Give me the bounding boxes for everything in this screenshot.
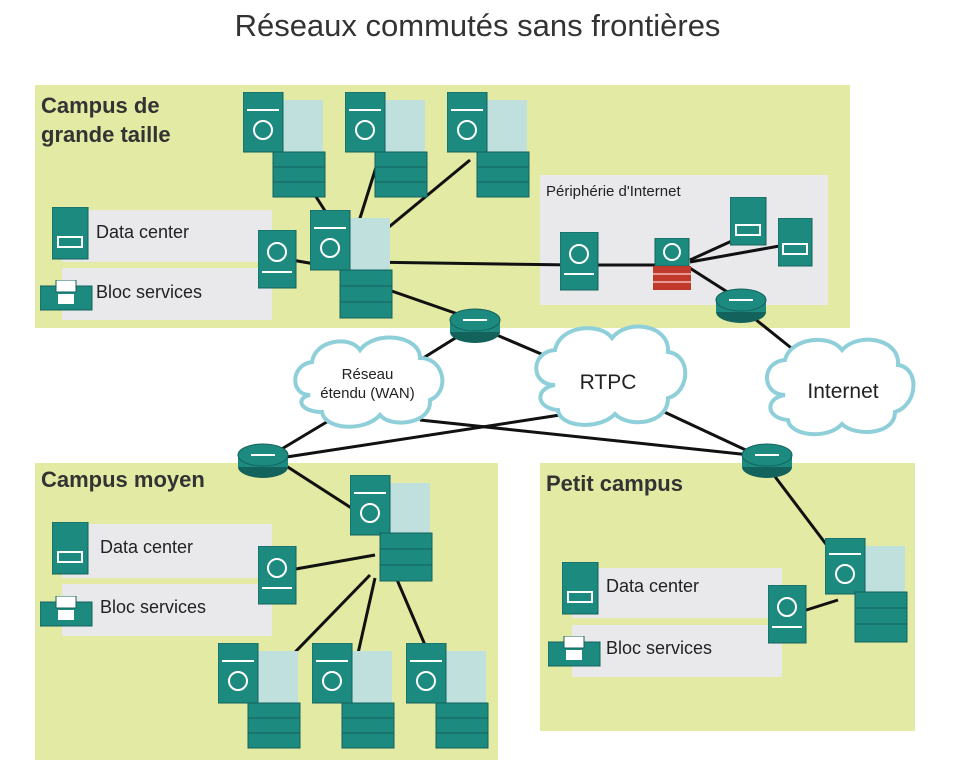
router-icon	[741, 443, 793, 478]
small-datacenter-panel	[572, 568, 782, 618]
medium-campus-label: Campus moyen	[41, 467, 205, 492]
large-campus-label-line1: Campus de	[41, 93, 160, 118]
phone-icon	[548, 636, 601, 667]
rtpc-cloud	[534, 324, 688, 427]
link-wan-small-router	[419, 418, 751, 457]
medium-services-label: Bloc services	[100, 597, 207, 617]
link-large-core-edge	[359, 260, 576, 267]
router-icon	[449, 308, 501, 343]
internet-edge-label: Périphérie d'Internet	[546, 183, 681, 200]
medium-services-panel	[62, 584, 272, 636]
switch-stack-icon	[345, 92, 428, 198]
large-services-label: Bloc services	[96, 282, 203, 302]
medium-datacenter-panel	[62, 524, 272, 578]
link-medium-core-dc	[289, 553, 376, 572]
small-datacenter-label: Data center	[606, 576, 700, 596]
distribution-switch-icon	[258, 546, 297, 605]
server-icon	[562, 562, 599, 615]
wan-cloud	[293, 335, 445, 429]
server-icon	[52, 522, 89, 575]
core-switch-stack-icon	[825, 538, 908, 643]
large-datacenter-panel	[62, 210, 272, 262]
switch-stack-icon	[218, 643, 301, 749]
link-wan-medium-router	[274, 418, 331, 455]
rtpc-cloud-label: RTPC	[579, 371, 637, 394]
server-icon	[730, 197, 767, 246]
large-services-panel	[62, 268, 272, 320]
medium-datacenter-label: Data center	[100, 537, 194, 557]
distribution-switch-icon	[258, 230, 297, 289]
link-rtpc-small-router	[659, 408, 751, 454]
internet-cloud-label: Internet	[807, 380, 879, 403]
switch-stack-icon	[447, 92, 530, 198]
small-services-label: Bloc services	[606, 638, 713, 658]
internet-cloud	[765, 337, 916, 437]
distribution-switch-icon	[768, 585, 807, 644]
large-datacenter-label: Data center	[96, 222, 190, 242]
router-icon	[237, 443, 289, 478]
large-campus-label: Campus de grande taille	[41, 91, 171, 149]
edge-switch-icon	[560, 232, 599, 291]
phone-icon	[40, 280, 93, 311]
switch-stack-icon	[243, 92, 326, 198]
server-icon	[52, 207, 89, 260]
diagram-title: Réseaux commutés sans frontières	[234, 8, 721, 43]
switch-stack-icon	[312, 643, 395, 749]
large-campus-label-line2: grande taille	[41, 122, 171, 147]
wan-cloud-label-line2: étendu (WAN)	[320, 385, 415, 402]
link-firewall-srv2	[689, 243, 786, 264]
wan-cloud-label-line1: Réseau	[341, 366, 394, 383]
small-campus-label: Petit campus	[546, 471, 683, 496]
small-services-panel	[572, 625, 782, 677]
link-rtpc-medium-router	[279, 413, 561, 460]
wan-cloud-label: Réseau étendu (WAN)	[300, 365, 435, 403]
phone-icon	[40, 596, 93, 627]
core-switch-stack-icon	[310, 210, 393, 319]
server-icon	[778, 218, 813, 267]
router-icon	[715, 288, 767, 323]
firewall-icon	[653, 238, 691, 290]
switch-stack-icon	[406, 643, 489, 749]
core-switch-stack-icon	[350, 475, 433, 582]
